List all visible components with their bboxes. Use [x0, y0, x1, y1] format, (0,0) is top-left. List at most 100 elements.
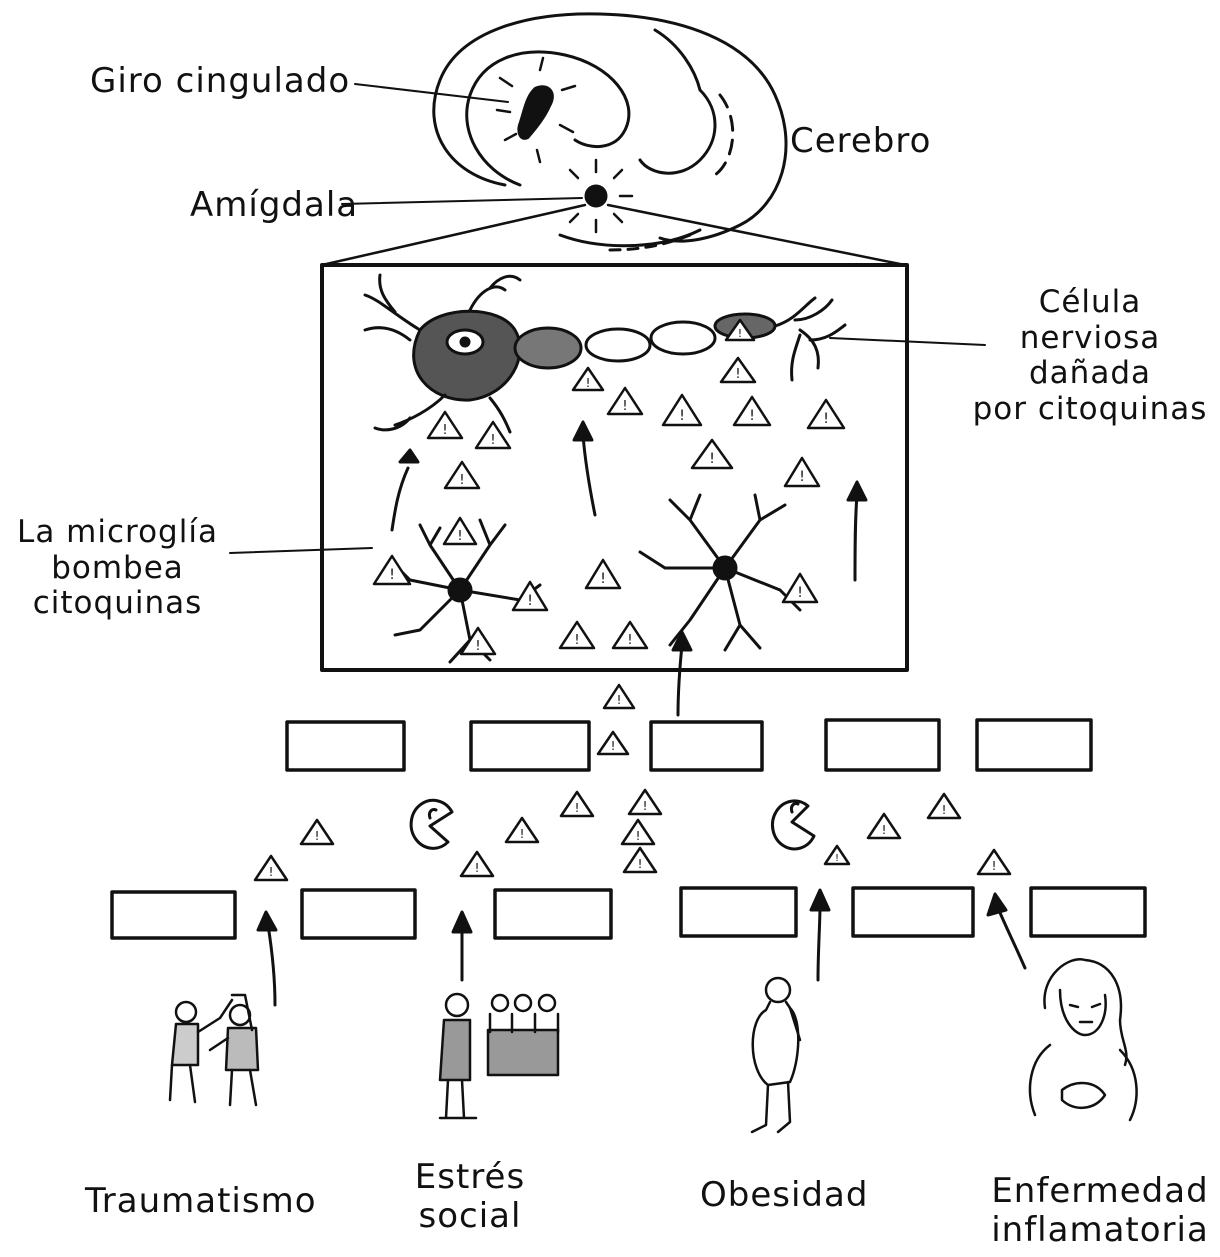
svg-text:!: ! [574, 633, 579, 648]
pacman-cell-icon [770, 799, 816, 851]
source-label-trauma: Traumatismo [85, 1181, 317, 1221]
upper-cell-row [285, 718, 1093, 772]
cell-rect [975, 718, 1093, 772]
triangle-warning-icon: ! [443, 460, 481, 490]
triangle-warning-icon: ! [622, 846, 658, 874]
triangle-warning-icon: ! [661, 393, 703, 427]
triangle-warning-icon: ! [459, 850, 495, 878]
pacman-cell-icon [409, 798, 454, 850]
neural-tissue-box [320, 263, 909, 672]
svg-text:!: ! [490, 433, 495, 448]
triangle-warning-icon: ! [372, 554, 412, 586]
svg-text:!: ! [617, 693, 622, 707]
cingulate-rays [495, 56, 577, 164]
triangle-warning-icon: ! [474, 420, 512, 450]
svg-text:!: ! [442, 423, 447, 438]
brain-outline [432, 12, 788, 252]
svg-text:!: ! [622, 399, 627, 414]
svg-text:!: ! [600, 571, 606, 587]
damaged-cell-label-line: nerviosa [1019, 319, 1161, 356]
svg-text:!: ! [643, 799, 648, 813]
damaged-cell-label-line: Célula [1038, 284, 1142, 320]
cingulate-leader [354, 83, 509, 103]
source-label-obesity: Obesidad [700, 1175, 869, 1215]
damaged-cell-leader [829, 337, 986, 346]
triangle-warning-icon: ! [511, 580, 549, 612]
cell-rect [851, 886, 975, 938]
svg-text:!: ! [835, 853, 839, 864]
triangle-warning-icon: ! [806, 398, 846, 430]
fighting-figures-icon [168, 993, 260, 1107]
svg-text:!: ! [709, 451, 715, 467]
svg-text:!: ! [389, 567, 395, 583]
triangle-warning-icon: ! [504, 816, 540, 844]
damaged-cell-label-line: dañada [1029, 355, 1151, 392]
cell-rect [824, 718, 941, 772]
source-label-line: social [418, 1196, 522, 1237]
cell-rect [679, 886, 798, 938]
triangle-warning-icon: ! [606, 386, 644, 416]
cell-rect [285, 720, 406, 772]
triangle-warning-icon: ! [781, 572, 819, 604]
svg-text:!: ! [459, 473, 464, 488]
svg-text:!: ! [611, 739, 616, 753]
svg-text:!: ! [738, 327, 742, 340]
crowd-figures-icon [438, 992, 560, 1120]
amygdala-rays [568, 158, 634, 234]
cingulate-gyrus-icon [517, 85, 554, 140]
cell-rect [649, 720, 764, 772]
svg-text:!: ! [942, 803, 947, 817]
cell-rect [110, 890, 237, 940]
cell-rect [300, 888, 417, 940]
cingulate-gyrus-label: Giro cingulado [90, 61, 351, 101]
triangle-warning-icon: ! [620, 818, 656, 846]
triangle-warning-icon: ! [823, 844, 851, 866]
svg-text:!: ! [269, 865, 274, 879]
cell-rect [493, 888, 613, 940]
triangle-warning-icon: ! [426, 410, 464, 440]
svg-text:!: ! [520, 827, 525, 841]
triangle-warning-icon: ! [559, 790, 595, 818]
triangle-warning-icon: ! [976, 848, 1012, 876]
cytokine-flow-arrows [390, 420, 868, 717]
triangle-warning-icon: ! [558, 620, 596, 650]
svg-text:!: ! [679, 408, 685, 424]
source-label-social-stress: Estrés social [380, 1157, 560, 1237]
triangle-warning-icon: ! [627, 788, 663, 816]
triangle-warning-icon: ! [611, 620, 649, 650]
microglia-label: La microglía bombea citoquinas [10, 514, 225, 622]
microglia-label-line: citoquinas [32, 585, 203, 622]
cytokine-triangles: ! ! ! ! ! ! ! ! ! ! ! ! ! ! ! ! ! ! ! ! … [253, 318, 1012, 882]
microglia-label-line: bombea [51, 549, 184, 586]
triangle-warning-icon: ! [866, 812, 902, 840]
triangle-warning-icon: ! [299, 818, 335, 846]
triangle-warning-icon: ! [253, 854, 289, 882]
svg-text:!: ! [315, 829, 320, 843]
triangle-warning-icon: ! [783, 456, 821, 488]
lower-cell-row [110, 886, 1147, 940]
microglia-leader [229, 547, 373, 554]
brain-label: Cerebro [790, 121, 932, 161]
triangle-warning-icon: ! [690, 438, 734, 470]
source-label-line: Estrés [414, 1157, 526, 1197]
microglia-cell-right [638, 493, 802, 652]
triangle-warning-icon: ! [442, 516, 478, 546]
source-label-line: inflamatoria [991, 1210, 1209, 1251]
svg-text:!: ! [475, 861, 480, 875]
zoom-line-left [320, 203, 587, 267]
triangle-warning-icon: ! [571, 366, 605, 392]
svg-text:!: ! [823, 411, 829, 427]
triangle-warning-icon: ! [926, 792, 962, 820]
svg-text:!: ! [457, 529, 462, 544]
standing-figure-icon [750, 976, 802, 1134]
triangle-warning-icon: ! [732, 395, 772, 427]
microglia-label-line: La microglía [17, 514, 218, 550]
cell-rect [469, 720, 591, 772]
triangle-warning-icon: ! [724, 318, 756, 342]
damaged-cell-label: Célula nerviosa dañada por citoquinas [960, 284, 1220, 428]
svg-text:!: ! [735, 367, 740, 382]
source-label-inflammatory-disease: Enfermedad inflamatoria [985, 1171, 1215, 1251]
svg-text:!: ! [527, 593, 533, 609]
triangle-warning-icon: ! [596, 730, 630, 756]
